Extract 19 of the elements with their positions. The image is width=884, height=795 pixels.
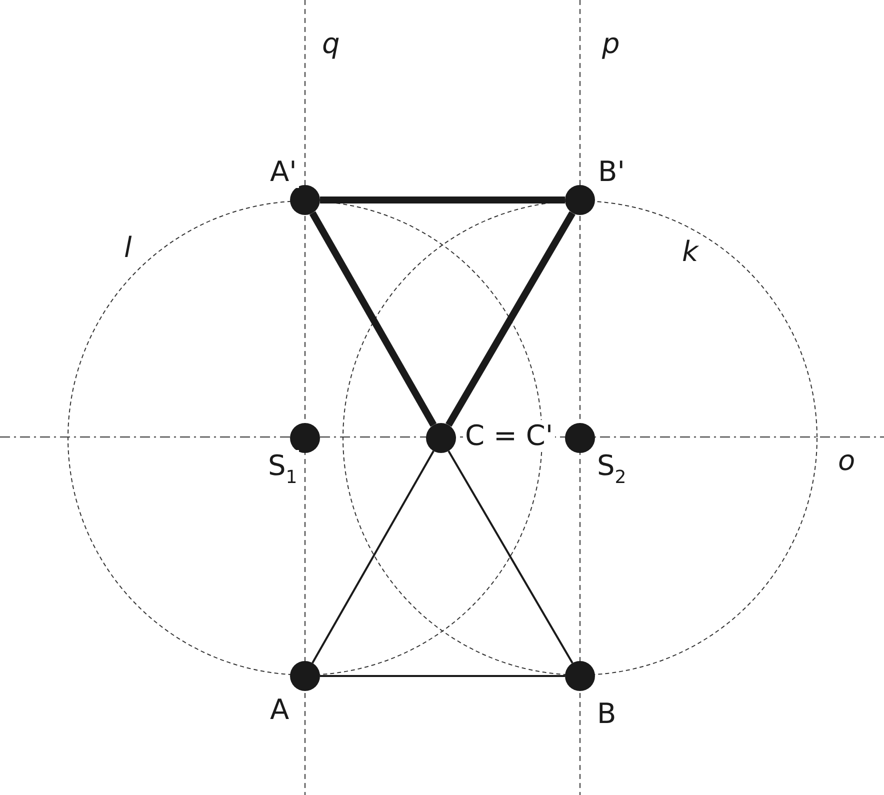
- point-dot: [565, 661, 595, 691]
- line-segment: [320, 675, 565, 677]
- line-label: o: [838, 445, 856, 477]
- thick-segment: [446, 211, 576, 427]
- line-label: q: [322, 28, 340, 60]
- line-label: p: [602, 28, 620, 60]
- point-dot: [565, 423, 595, 453]
- line-segment: [312, 450, 434, 664]
- circle-label: k: [682, 236, 698, 268]
- point-label: C = C': [463, 420, 556, 452]
- thick-segment: [309, 211, 437, 427]
- circle-label: l: [124, 232, 132, 264]
- point-dot: [565, 185, 595, 215]
- point-dot: [290, 423, 320, 453]
- point-dot: [290, 185, 320, 215]
- line-segment: [448, 450, 574, 664]
- thick-segment: [320, 196, 565, 204]
- point-dot: [290, 661, 320, 691]
- point-dot: [426, 423, 456, 453]
